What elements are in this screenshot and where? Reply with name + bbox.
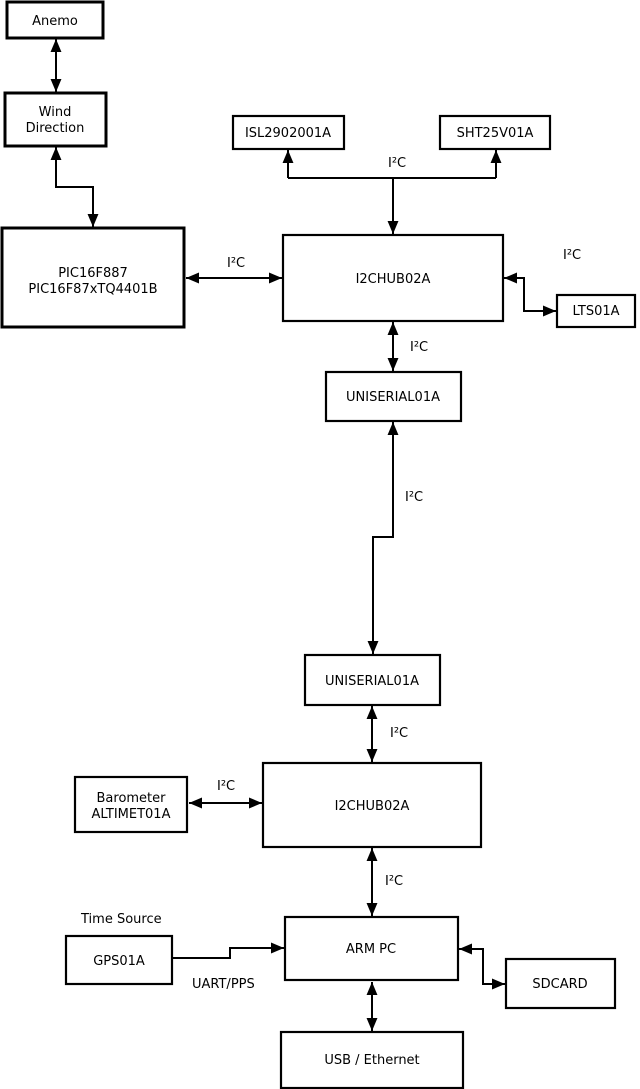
node-arm-pc: ARM PC [283, 915, 460, 982]
node-sht25v01a-label: SHT25V01A [457, 126, 534, 141]
node-sdcard: SDCARD [504, 957, 617, 1010]
node-pic-box [0, 226, 186, 329]
node-wind-direction-label-line1: Wind [39, 105, 72, 120]
node-isl2902001a: ISL2902001A [231, 114, 346, 151]
edge-label-i2c-barometer-hub2: I²C [217, 779, 235, 794]
node-uniserial01a-lower-box [303, 653, 442, 707]
node-isl2902001a-box [231, 114, 346, 151]
node-uniserial01a-upper: UNISERIAL01A [324, 370, 463, 423]
node-pic-label-line1: PIC16F887 [58, 266, 128, 281]
node-i2chub02a-upper: I2CHUB02A [281, 233, 505, 323]
edge-label-i2c-uniserial-hub2: I²C [390, 726, 408, 741]
node-isl2902001a-label: ISL2902001A [245, 126, 331, 141]
edge-label-i2c-sensor-branch: I²C [388, 156, 406, 171]
node-wind-direction-box [3, 91, 108, 148]
node-anemo: Anemo [5, 0, 105, 40]
edge-label-i2c-hub2-armpc: I²C [385, 874, 403, 889]
node-lts01a-box [555, 293, 637, 329]
node-i2chub02a-lower-box [261, 761, 483, 849]
node-usb-ethernet-box [279, 1030, 465, 1089]
edge-armpc-sdcard [459, 943, 505, 990]
edge-hub1-lts [504, 272, 556, 317]
node-i2chub02a-lower-label: I2CHUB02A [335, 799, 410, 814]
edge-label-i2c-uniserial-link: I²C [405, 490, 423, 505]
edge-label-uart-pps: UART/PPS [192, 977, 255, 992]
node-barometer-box [73, 775, 189, 834]
node-barometer-label-line1: Barometer [97, 791, 167, 806]
edge-uniserial-link [367, 422, 399, 654]
node-gps01a: GPS01A [64, 934, 174, 986]
node-usb-ethernet-label: USB / Ethernet [324, 1053, 419, 1068]
node-i2chub02a-upper-box [281, 233, 505, 323]
node-barometer: Barometer ALTIMET01A [73, 775, 189, 834]
node-anemo-label: Anemo [32, 14, 78, 29]
edge-label-time-source: Time Source [80, 912, 162, 927]
node-sdcard-label: SDCARD [532, 977, 587, 992]
node-anemo-box [5, 0, 105, 40]
edge-wind-pic [50, 147, 99, 227]
node-pic: PIC16F887 PIC16F87xTQ4401B [0, 226, 186, 329]
node-lts01a-label: LTS01A [572, 304, 619, 319]
node-i2chub02a-lower: I2CHUB02A [261, 761, 483, 849]
node-uniserial01a-upper-box [324, 370, 463, 423]
edge-gps-armpc [172, 942, 284, 959]
node-wind-direction: Wind Direction [3, 91, 108, 148]
node-gps01a-label: GPS01A [93, 954, 145, 969]
node-pic-label-line2: PIC16F87xTQ4401B [28, 282, 157, 297]
node-wind-direction-label-line2: Direction [26, 121, 85, 136]
node-sht25v01a: SHT25V01A [438, 114, 552, 151]
node-uniserial01a-lower-label: UNISERIAL01A [325, 674, 419, 689]
node-lts01a: LTS01A [555, 293, 637, 329]
node-usb-ethernet: USB / Ethernet [279, 1030, 465, 1089]
node-uniserial01a-lower: UNISERIAL01A [303, 653, 442, 707]
node-i2chub02a-upper-label: I2CHUB02A [356, 272, 431, 287]
edge-label-i2c-pic-hub1: I²C [227, 256, 245, 271]
edge-label-i2c-hub1-lts: I²C [563, 248, 581, 263]
node-sdcard-box [504, 957, 617, 1010]
node-gps01a-box [64, 934, 174, 986]
node-barometer-label-line2: ALTIMET01A [92, 807, 171, 822]
node-sht25v01a-box [438, 114, 552, 151]
node-arm-pc-label: ARM PC [346, 942, 396, 957]
node-uniserial01a-upper-label: UNISERIAL01A [346, 390, 440, 405]
edge-label-i2c-hub1-uniserial: I²C [410, 340, 428, 355]
node-arm-pc-box [283, 915, 460, 982]
